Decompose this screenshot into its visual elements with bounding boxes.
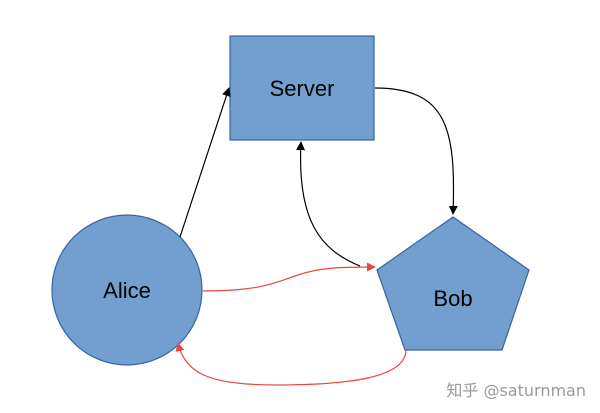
bob-pentagon xyxy=(376,216,530,351)
alice-node: Alice xyxy=(51,214,203,366)
watermark: 知乎 @saturnman xyxy=(446,381,586,400)
server-label: Server xyxy=(270,76,335,101)
server-box xyxy=(229,35,375,141)
alice-circle xyxy=(51,214,203,366)
edge-alice-to-bob xyxy=(202,262,376,292)
edge-bob-to-server xyxy=(296,141,361,267)
server-node: Server xyxy=(229,35,375,141)
alice-label: Alice xyxy=(103,278,151,303)
edge-alice-to-server xyxy=(179,87,231,238)
bob-node: Bob xyxy=(376,216,530,351)
bob-label: Bob xyxy=(433,286,472,311)
edge-bob-to-alice xyxy=(175,342,407,386)
edge-server-to-bob xyxy=(374,87,458,215)
